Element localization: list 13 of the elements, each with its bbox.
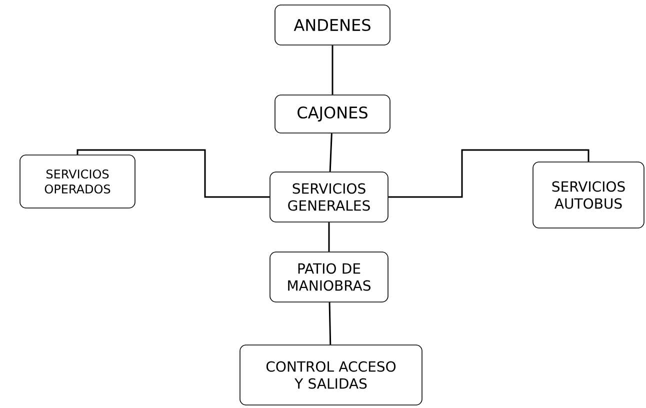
process-box: CONTROL ACCESO Y SALIDAS bbox=[240, 344, 422, 406]
process-box: PATIO DE MANIOBRAS bbox=[270, 252, 388, 302]
process-box: ANDENES bbox=[274, 4, 390, 46]
process-box: SERVICIOS GENERALES bbox=[270, 172, 388, 222]
process-box: SERVICIOS OPERADOS bbox=[20, 154, 136, 208]
connector-line bbox=[388, 149, 590, 198]
process-box: CAJONES bbox=[274, 94, 390, 134]
connector-line bbox=[329, 133, 332, 172]
connector-line bbox=[328, 302, 332, 345]
connector-line bbox=[76, 149, 270, 198]
process-box: SERVICIOS AUTOBUS bbox=[532, 162, 644, 228]
connector-line bbox=[328, 222, 330, 252]
connector-line bbox=[332, 45, 334, 95]
